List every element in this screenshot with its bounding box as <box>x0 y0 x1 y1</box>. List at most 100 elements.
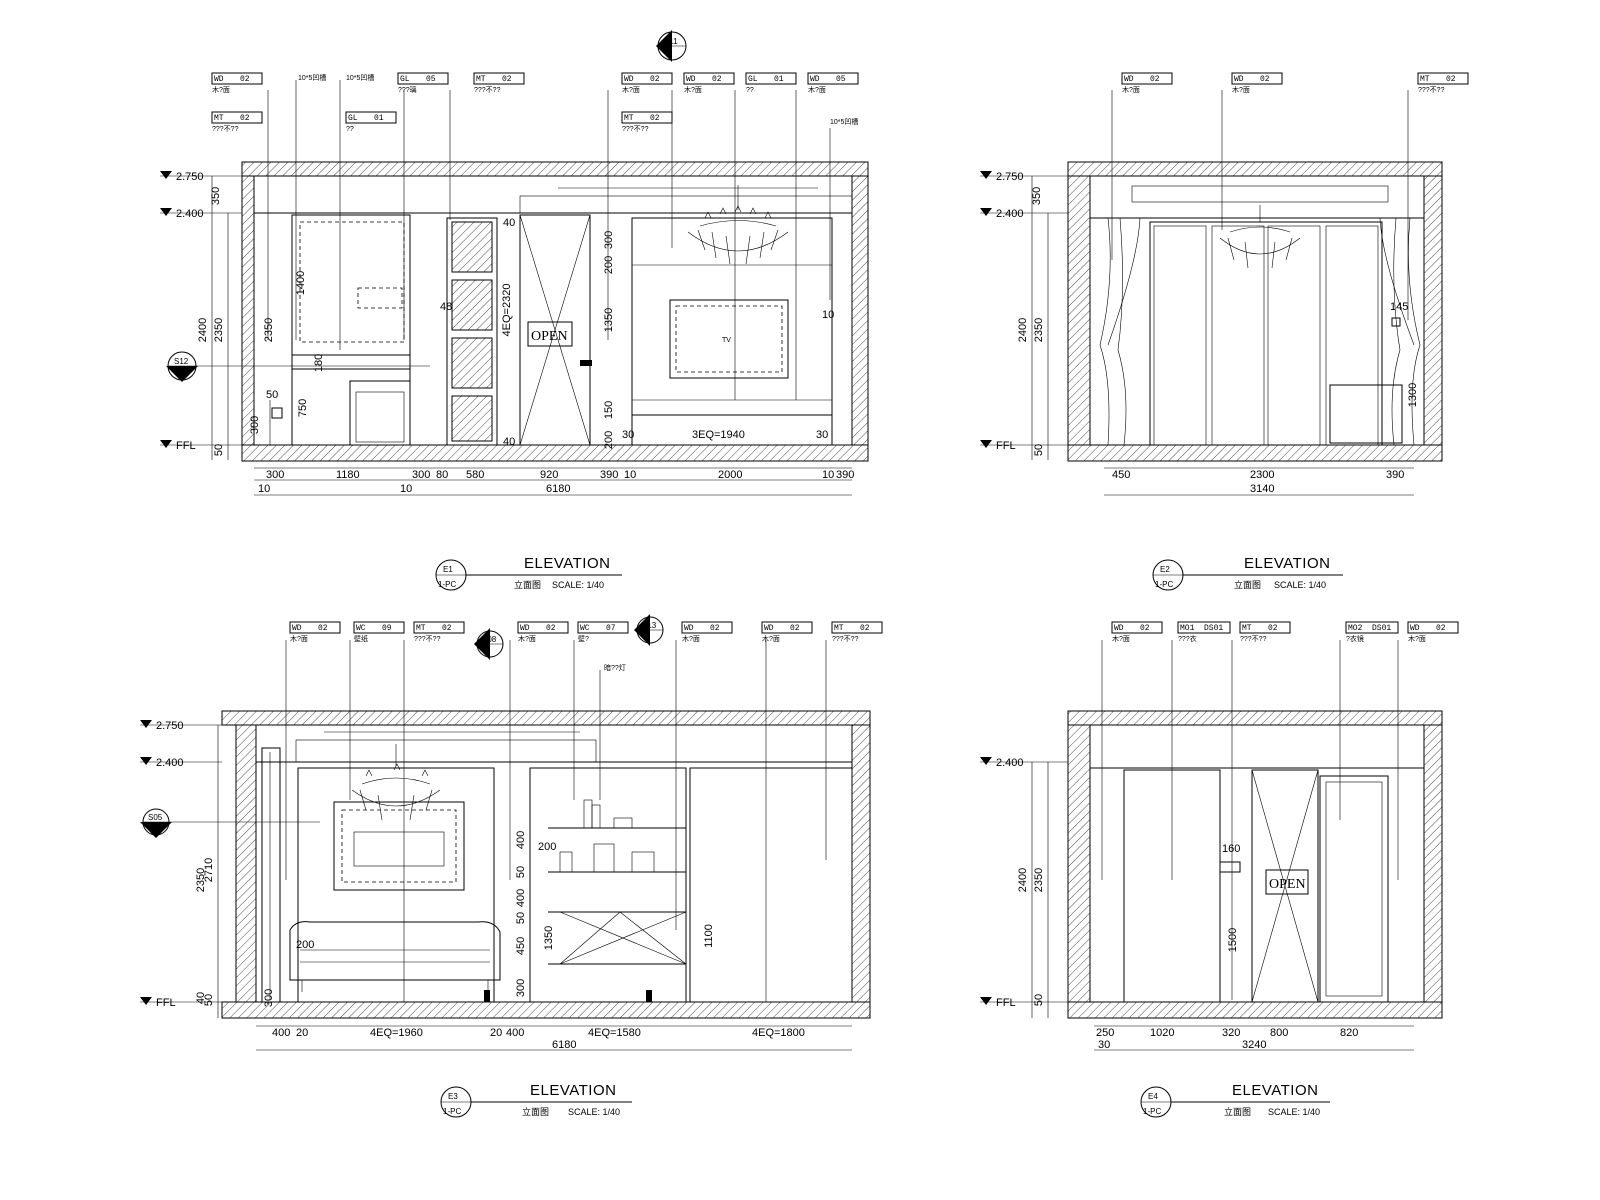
elevation-title: ELEVATION <box>1244 555 1330 572</box>
svg-text:4EQ=1580: 4EQ=1580 <box>588 1027 641 1039</box>
svg-text:FFL: FFL <box>156 997 176 1009</box>
svg-text:350: 350 <box>1031 187 1043 205</box>
shelving-column <box>446 217 498 446</box>
svg-text:DS01: DS01 <box>1204 624 1223 633</box>
right-wall <box>851 175 869 446</box>
svg-text:02: 02 <box>1140 624 1150 633</box>
svg-text:S05: S05 <box>148 813 163 822</box>
svg-text:2400: 2400 <box>1017 318 1029 342</box>
dim-text: 3EQ=1940 <box>692 429 745 441</box>
level-marker-icon <box>160 440 172 448</box>
svg-text:02: 02 <box>1436 624 1446 633</box>
svg-text:1-PC: 1-PC <box>438 580 456 589</box>
level-marker-icon <box>140 997 152 1005</box>
scale-label: SCALE: 1/40 <box>552 580 604 590</box>
material-tag: MT <box>416 624 426 633</box>
headboard-frame <box>333 801 465 891</box>
svg-text:DS01: DS01 <box>1372 624 1391 633</box>
dim-text: 10 <box>258 483 270 495</box>
svg-text:木?面: 木?面 <box>682 634 700 643</box>
elevation-title: ELEVATION <box>1232 1082 1318 1099</box>
svg-text:02: 02 <box>1446 75 1456 84</box>
material-tag: GL <box>348 114 358 123</box>
elevation-title: ELEVATION <box>524 555 610 572</box>
dim-text: 2350 <box>213 318 225 342</box>
dim-text: 50 <box>266 389 278 401</box>
tv-wall <box>631 217 833 446</box>
svg-text:2350: 2350 <box>1033 318 1045 342</box>
material-tag: WD <box>624 75 634 84</box>
title-block-e4: E4 1-PC ELEVATION 立面图 SCALE: 1/40 <box>1140 1082 1330 1118</box>
dim-text: 580 <box>466 469 484 481</box>
dim-text: 30 <box>816 429 828 441</box>
dim-text: 300 <box>412 469 430 481</box>
svg-text:50: 50 <box>1033 444 1045 456</box>
elevation-e1: 2.750 2.400 FFL 350 2400 2350 300 50 140… <box>160 30 869 591</box>
dim-text: 350 <box>210 187 222 205</box>
svg-text:??: ?? <box>746 87 754 94</box>
svg-text:02: 02 <box>1150 75 1160 84</box>
material-tag: WD <box>810 75 820 84</box>
material-tag: MT <box>1242 624 1252 633</box>
svg-text:300: 300 <box>263 989 275 1007</box>
svg-text:木?面: 木?面 <box>622 85 640 94</box>
svg-text:820: 820 <box>1340 1027 1358 1039</box>
level-marker-icon <box>160 208 172 216</box>
svg-text:木?面: 木?面 <box>212 85 230 94</box>
svg-text:400: 400 <box>515 831 527 849</box>
material-tag: WD <box>1234 75 1244 84</box>
svg-text:1300: 1300 <box>1407 383 1419 407</box>
chandelier-icon <box>351 744 441 821</box>
svg-text:壁纸: 壁纸 <box>354 634 368 643</box>
svg-text:02: 02 <box>712 75 722 84</box>
svg-text:20: 20 <box>296 1027 308 1039</box>
bark-wall-panel <box>689 767 853 1003</box>
svg-text:1020: 1020 <box>1150 1027 1174 1039</box>
material-tag: WD <box>1114 624 1124 633</box>
svg-text:02: 02 <box>442 624 452 633</box>
dim-text: 300 <box>266 469 284 481</box>
glass-door <box>1149 221 1383 446</box>
material-tag: GL <box>400 75 410 84</box>
level-marker-icon <box>980 757 992 765</box>
dim-text: 2400 <box>197 318 209 342</box>
material-tag: MO1 <box>1180 624 1195 633</box>
svg-text:E4: E4 <box>1148 1092 1158 1101</box>
svg-text:SCALE: 1/40: SCALE: 1/40 <box>1268 1107 1320 1117</box>
svg-text:1350: 1350 <box>543 926 555 950</box>
dim-text: 390 <box>836 469 854 481</box>
level-marker-icon <box>980 171 992 179</box>
material-tag: GL <box>748 75 758 84</box>
svg-text:???不??: ???不?? <box>622 125 649 133</box>
svg-text:02: 02 <box>860 624 870 633</box>
svg-text:木?面: 木?面 <box>1112 634 1130 643</box>
door-label: OPEN <box>531 329 568 344</box>
dim-text: 50 <box>213 444 225 456</box>
level-label: FFL <box>176 440 196 452</box>
dim-text: 150 <box>603 401 615 419</box>
svg-text:3240: 3240 <box>1242 1039 1266 1051</box>
dim-text: 40 <box>503 436 515 448</box>
door <box>519 214 591 446</box>
section-marker-s11: S11 <box>656 30 687 62</box>
material-tag: MT <box>834 624 844 633</box>
svg-text:02: 02 <box>318 624 328 633</box>
door <box>1251 769 1319 1003</box>
svg-text:10*5凹槽: 10*5凹槽 <box>298 73 326 82</box>
svg-text:木?面: 木?面 <box>762 634 780 643</box>
section-marker-s05: S05 <box>140 808 320 838</box>
svg-text:???不??: ???不?? <box>832 635 859 643</box>
floor-slab <box>241 444 869 462</box>
svg-text:400: 400 <box>272 1027 290 1039</box>
svg-text:2.400: 2.400 <box>996 757 1024 769</box>
dim-text: 48 <box>440 301 452 313</box>
material-tag: MT <box>214 114 224 123</box>
dim-text: 1350 <box>603 308 615 332</box>
mirror-panel <box>1319 775 1389 1003</box>
svg-text:50: 50 <box>1033 994 1045 1006</box>
svg-text:S11: S11 <box>664 37 678 46</box>
svg-text:320: 320 <box>1222 1027 1240 1039</box>
svg-text:???不??: ???不?? <box>1418 86 1445 94</box>
material-tag: WC <box>356 624 366 633</box>
